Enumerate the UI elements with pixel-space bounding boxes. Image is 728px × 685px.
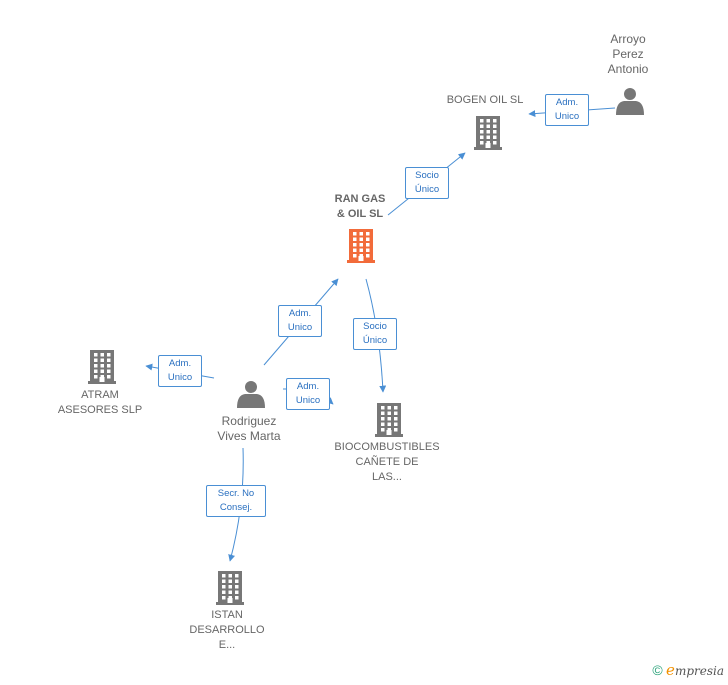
node-biocomb-line-2: CAÑETE DE <box>355 456 419 468</box>
edge-label-rangas-bogen-line-1: Socio <box>415 170 439 181</box>
edge-label-rodriguez-istan[interactable]: Secr. No Consej. <box>206 485 266 517</box>
node-rangas-label[interactable]: RAN GAS & OIL SL <box>318 192 402 222</box>
edge-label-rodriguez-rangas[interactable]: Adm. Unico <box>278 305 322 337</box>
node-istan-line-2: DESARROLLO <box>189 624 265 636</box>
edge-label-arroyo-bogen[interactable]: Adm. Unico <box>545 94 589 126</box>
edge-label-rodriguez-biocomb-line-1: Adm. <box>296 381 320 392</box>
edge-label-rodriguez-istan-line-1: Secr. No <box>217 488 255 499</box>
building-icon-istan[interactable] <box>216 571 244 605</box>
node-istan-line-1: ISTAN <box>211 609 243 621</box>
node-biocomb-line-1: BIOCOMBUSTIBLES <box>334 441 440 453</box>
node-arroyo-line-1: Arroyo <box>610 32 646 46</box>
node-rodriguez-line-2: Vives Marta <box>217 429 281 443</box>
person-icon-arroyo[interactable] <box>616 88 644 115</box>
edge-label-rangas-biocomb-line-1: Socio <box>363 321 387 332</box>
building-icon-biocomb[interactable] <box>375 403 403 437</box>
copyright-icon: © <box>652 662 663 678</box>
edge-label-rangas-bogen-line-2: Único <box>414 184 440 195</box>
node-bogen-line-1: BOGEN OIL SL <box>446 94 524 106</box>
node-biocomb-line-3: LAS... <box>372 471 402 483</box>
node-atram-line-1: ATRAM <box>81 389 119 401</box>
node-atram-label[interactable]: ATRAM ASESORES SLP <box>45 388 155 418</box>
building-icon-rangas[interactable] <box>347 229 375 263</box>
node-arroyo-label[interactable]: Arroyo Perez Antonio <box>588 32 668 77</box>
node-istan-line-3: E... <box>218 639 236 651</box>
edge-label-rodriguez-istan-line-2: Consej. <box>219 502 253 513</box>
edge-label-rangas-bogen[interactable]: Socio Único <box>405 167 449 199</box>
edge-label-rodriguez-atram[interactable]: Adm. Unico <box>158 355 202 387</box>
node-rangas-line-1: RAN GAS <box>334 193 386 205</box>
edge-label-rangas-biocomb-line-2: Único <box>362 335 388 346</box>
edge-label-rangas-biocomb[interactable]: Socio Único <box>353 318 397 350</box>
edge-label-rodriguez-atram-line-1: Adm. <box>168 358 192 369</box>
node-istan-label[interactable]: ISTAN DESARROLLO E... <box>177 608 277 653</box>
edge-label-rodriguez-rangas-line-1: Adm. <box>288 308 312 319</box>
node-biocomb-label[interactable]: BIOCOMBUSTIBLES CAÑETE DE LAS... <box>325 440 449 485</box>
edge-label-rodriguez-rangas-line-2: Unico <box>287 322 313 333</box>
node-atram-line-2: ASESORES SLP <box>57 404 143 416</box>
edge-label-rodriguez-biocomb[interactable]: Adm. Unico <box>286 378 330 410</box>
building-icon-atram[interactable] <box>88 350 116 384</box>
empresia-logo-initial: e <box>666 661 675 679</box>
edge-label-rodriguez-atram-line-2: Unico <box>167 372 193 383</box>
edge-label-arroyo-bogen-line-1: Adm. <box>555 97 579 108</box>
empresia-logo-text: mpresia <box>674 664 724 678</box>
edge-label-arroyo-bogen-line-2: Unico <box>554 111 580 122</box>
edge-label-rodriguez-biocomb-line-2: Unico <box>295 395 321 406</box>
node-arroyo-line-2: Perez <box>612 47 644 61</box>
node-arroyo-line-3: Antonio <box>607 62 649 76</box>
building-icon-bogen[interactable] <box>474 116 502 150</box>
node-rodriguez-line-1: Rodriguez <box>221 414 277 428</box>
empresia-credit[interactable]: © empresia <box>652 661 724 679</box>
node-bogen-label[interactable]: BOGEN OIL SL <box>430 93 540 108</box>
person-icon-rodriguez[interactable] <box>237 381 265 408</box>
node-rodriguez-label[interactable]: Rodriguez Vives Marta <box>200 414 298 444</box>
node-rangas-line-2: & OIL SL <box>336 208 384 220</box>
